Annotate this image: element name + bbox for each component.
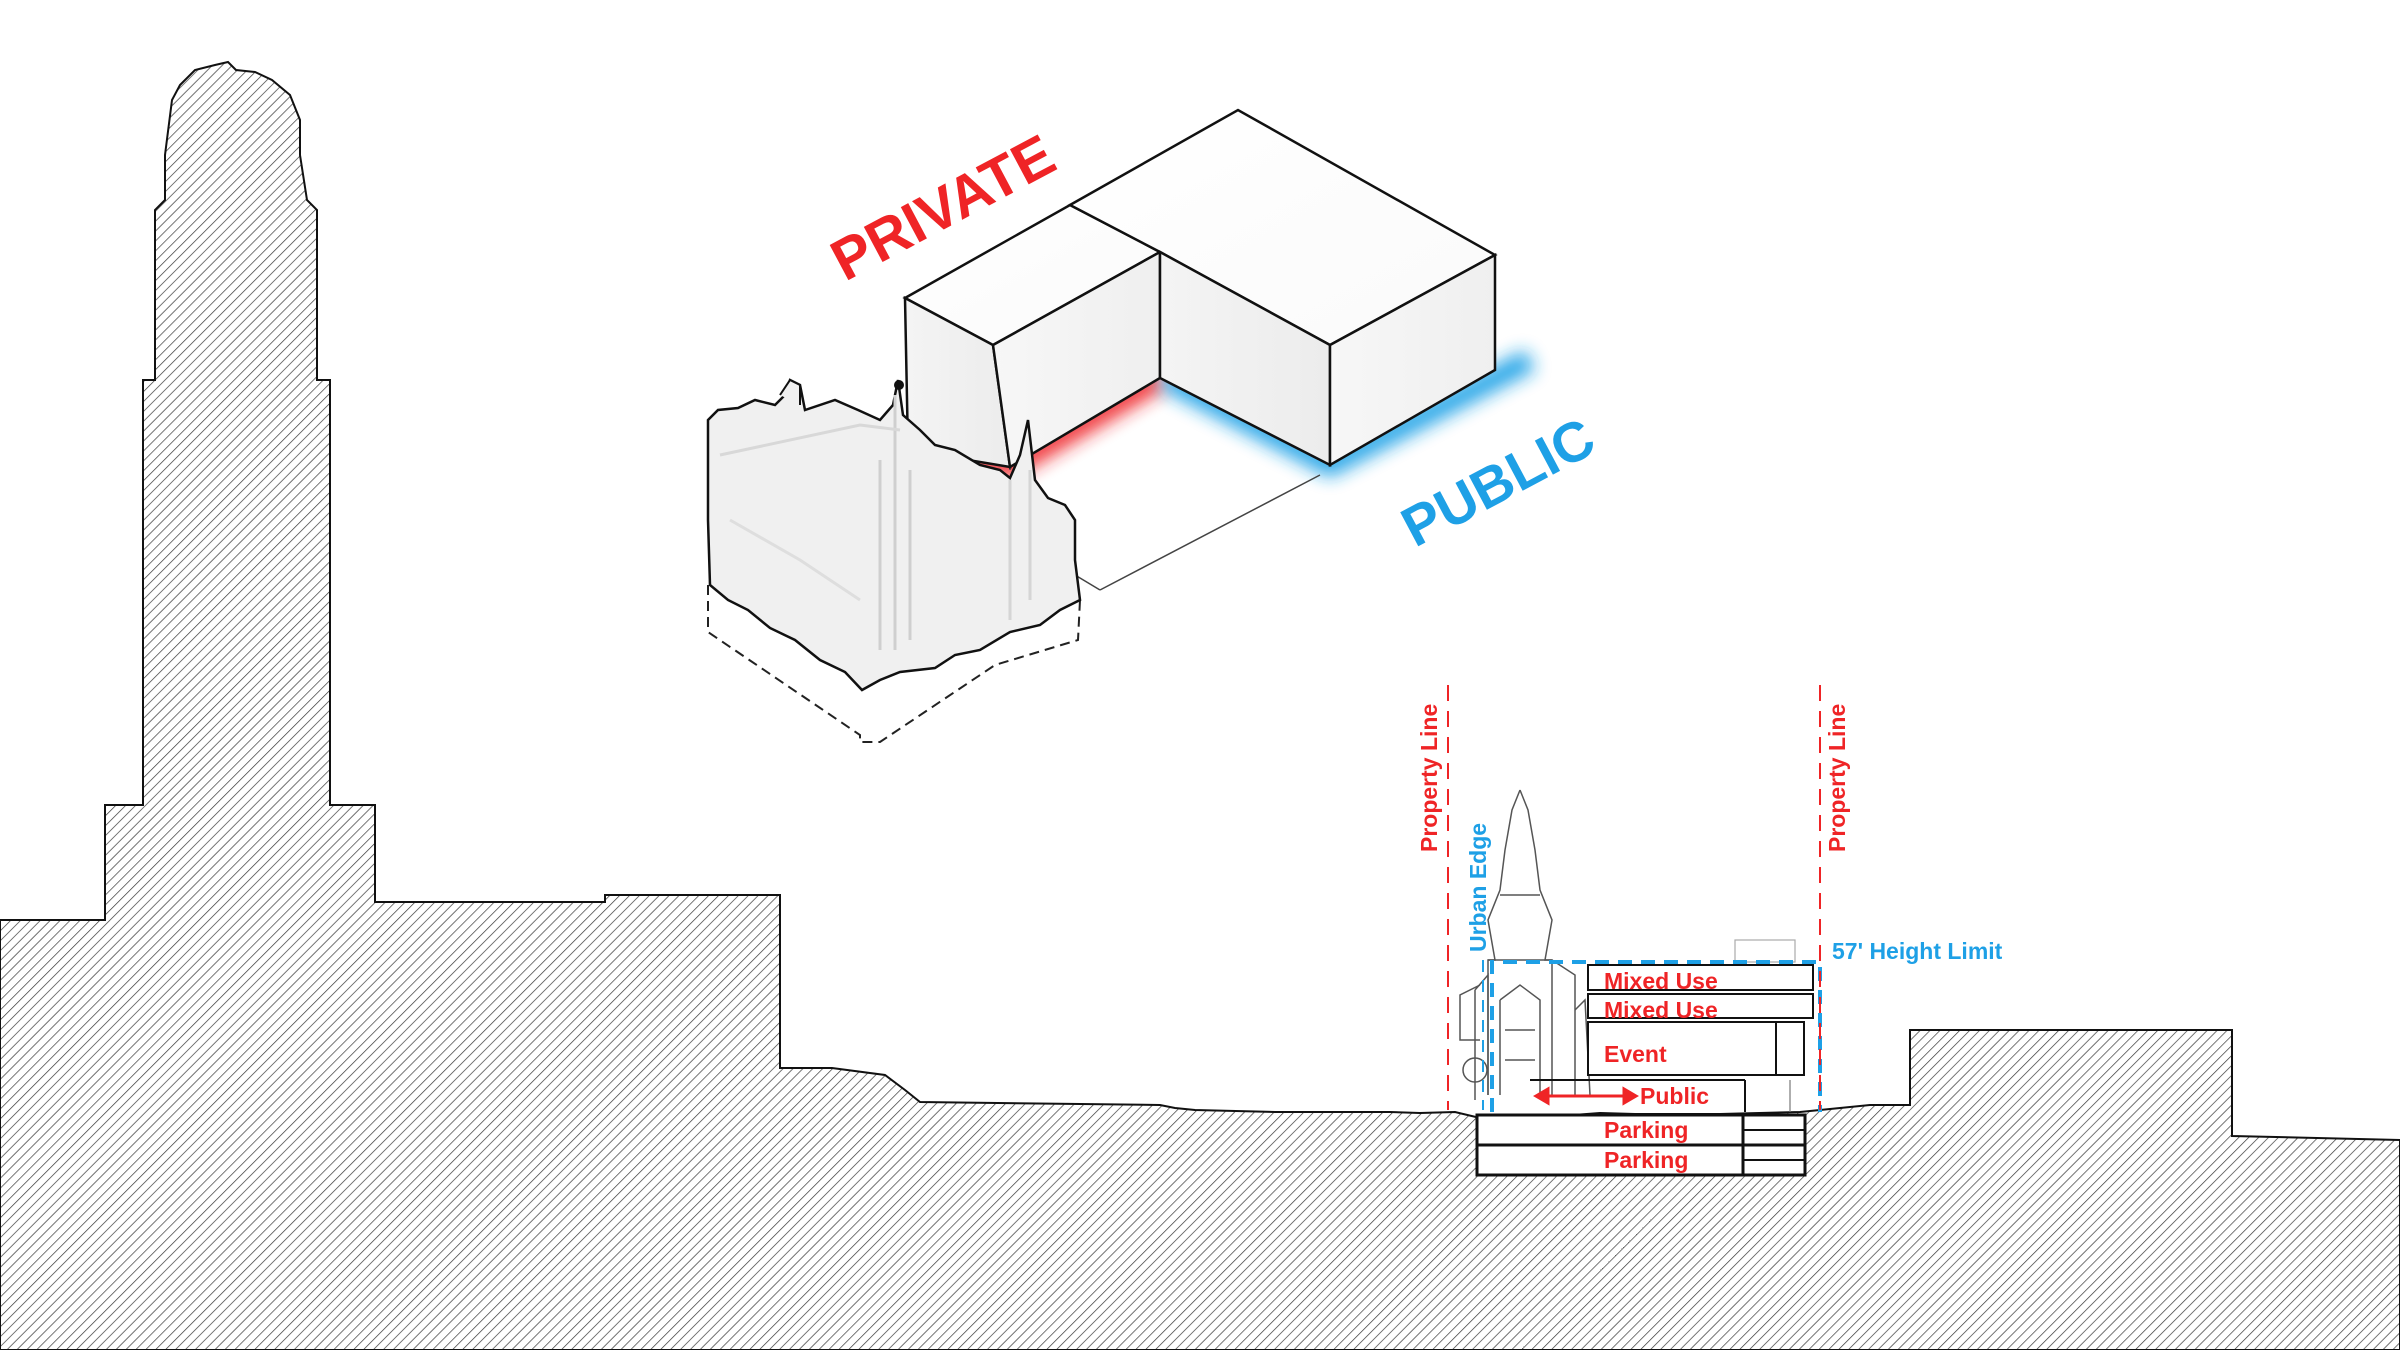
property-line-right-label: Property Line	[1824, 704, 1850, 852]
church-axon	[706, 378, 1082, 743]
public-arrow	[1533, 1086, 1639, 1106]
property-line-left-label: Property Line	[1416, 704, 1442, 852]
section-detail: Mixed Use Mixed Use Event Public Parking…	[1416, 685, 2003, 1177]
program-mixed-use-2: Mixed Use	[1604, 997, 1718, 1023]
axon-massing	[897, 108, 1536, 591]
church-footprint-dashed	[707, 585, 1081, 743]
program-mixed-use-1: Mixed Use	[1604, 968, 1718, 994]
parking-levels	[1475, 1113, 1807, 1177]
block-large-right	[1328, 252, 1497, 468]
program-parking-2: Parking	[1604, 1147, 1688, 1173]
program-public: Public	[1640, 1083, 1709, 1109]
program-event: Event	[1604, 1041, 1667, 1067]
urban-edge-label: Urban Edge	[1465, 823, 1491, 952]
height-limit-label: 57' Height Limit	[1832, 938, 2003, 964]
program-parking-1: Parking	[1604, 1117, 1688, 1143]
section-floors	[1530, 939, 1814, 1112]
